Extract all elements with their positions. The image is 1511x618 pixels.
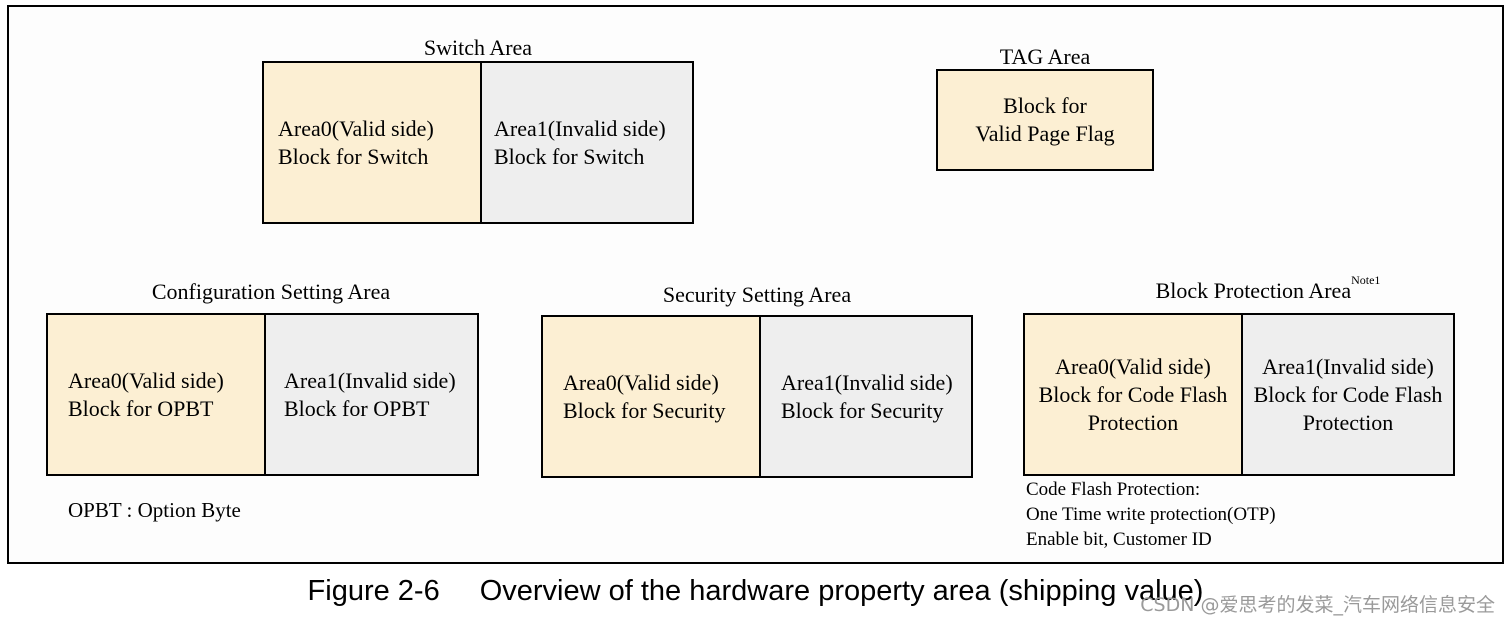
- tag-line2: Valid Page Flag: [975, 121, 1115, 146]
- config-area0-block: Area0(Valid side) Block for OPBT: [48, 315, 264, 474]
- config-area0-line1: Area0(Valid side): [68, 367, 224, 393]
- protection-area-box: Area0(Valid side) Block for Code Flash P…: [1023, 313, 1455, 476]
- tag-line1: Block for: [1003, 93, 1087, 118]
- switch-area0-block: Area0(Valid side) Block for Switch: [264, 63, 480, 222]
- protection-note-line2: One Time write protection(OTP): [1026, 504, 1276, 525]
- config-area-box: Area0(Valid side) Block for OPBT Area1(I…: [46, 313, 479, 476]
- protection-area1-line3: Protection: [1302, 409, 1394, 435]
- switch-area0-line1: Area0(Valid side): [278, 115, 434, 141]
- switch-area1-block: Area1(Invalid side) Block for Switch: [480, 63, 692, 222]
- security-area0-line1: Area0(Valid side): [563, 369, 719, 395]
- switch-area-title: Switch Area: [423, 35, 533, 60]
- protection-area0-line3: Protection: [1087, 409, 1179, 435]
- protection-area-note-ref: Note1: [1351, 273, 1381, 287]
- watermark: CSDN @爱思考的发菜_汽车网络信息安全: [1140, 594, 1495, 616]
- protection-area0-line1: Area0(Valid side): [1055, 353, 1211, 379]
- protection-area-title: Block Protection AreaNote1: [1023, 274, 1511, 303]
- protection-area1-line1: Area1(Invalid side): [1262, 353, 1434, 379]
- protection-note-line1: Code Flash Protection:: [1026, 479, 1201, 500]
- protection-area1-block: Area1(Invalid side) Block for Code Flash…: [1241, 315, 1453, 474]
- config-area1-line1: Area1(Invalid side): [284, 367, 456, 393]
- figure-number: Figure 2-6: [307, 575, 440, 607]
- switch-area-box: Area0(Valid side) Block for Switch Area1…: [262, 61, 694, 224]
- security-area1-line1: Area1(Invalid side): [781, 369, 953, 395]
- config-area1-block: Area1(Invalid side) Block for OPBT: [264, 315, 477, 474]
- security-area0-line2: Block for Security: [563, 397, 726, 423]
- security-area1-block: Area1(Invalid side) Block for Security: [759, 317, 971, 476]
- config-area0-line2: Block for OPBT: [68, 395, 214, 421]
- tag-area-box: Block for Valid Page Flag: [936, 69, 1154, 171]
- switch-area0-line2: Block for Switch: [278, 143, 429, 169]
- figure-caption-text: Overview of the hardware property area (…: [479, 575, 1204, 607]
- security-area0-block: Area0(Valid side) Block for Security: [543, 317, 759, 476]
- config-area1-line2: Block for OPBT: [284, 395, 430, 421]
- protection-area-title-text: Block Protection Area: [1155, 278, 1352, 303]
- protection-area1-line2: Block for Code Flash: [1253, 381, 1443, 407]
- switch-area1-line2: Block for Switch: [494, 143, 645, 169]
- protection-area0-block: Area0(Valid side) Block for Code Flash P…: [1025, 315, 1241, 474]
- tag-area-title: TAG Area: [999, 44, 1091, 69]
- security-area-box: Area0(Valid side) Block for Security Are…: [541, 315, 973, 478]
- tag-block: Block for Valid Page Flag: [938, 71, 1152, 169]
- config-area-title: Configuration Setting Area: [151, 279, 391, 304]
- security-area-title: Security Setting Area: [662, 282, 852, 307]
- protection-area0-line2: Block for Code Flash: [1038, 381, 1228, 407]
- figure-caption: Figure 2-6 Overview of the hardware prope…: [0, 575, 1511, 608]
- opbt-note: OPBT : Option Byte: [68, 498, 241, 522]
- security-area1-line2: Block for Security: [781, 397, 944, 423]
- code-flash-protection-note: Code Flash Protection: One Time write pr…: [1026, 477, 1276, 552]
- switch-area1-line1: Area1(Invalid side): [494, 115, 666, 141]
- protection-note-line3: Enable bit, Customer ID: [1026, 529, 1212, 550]
